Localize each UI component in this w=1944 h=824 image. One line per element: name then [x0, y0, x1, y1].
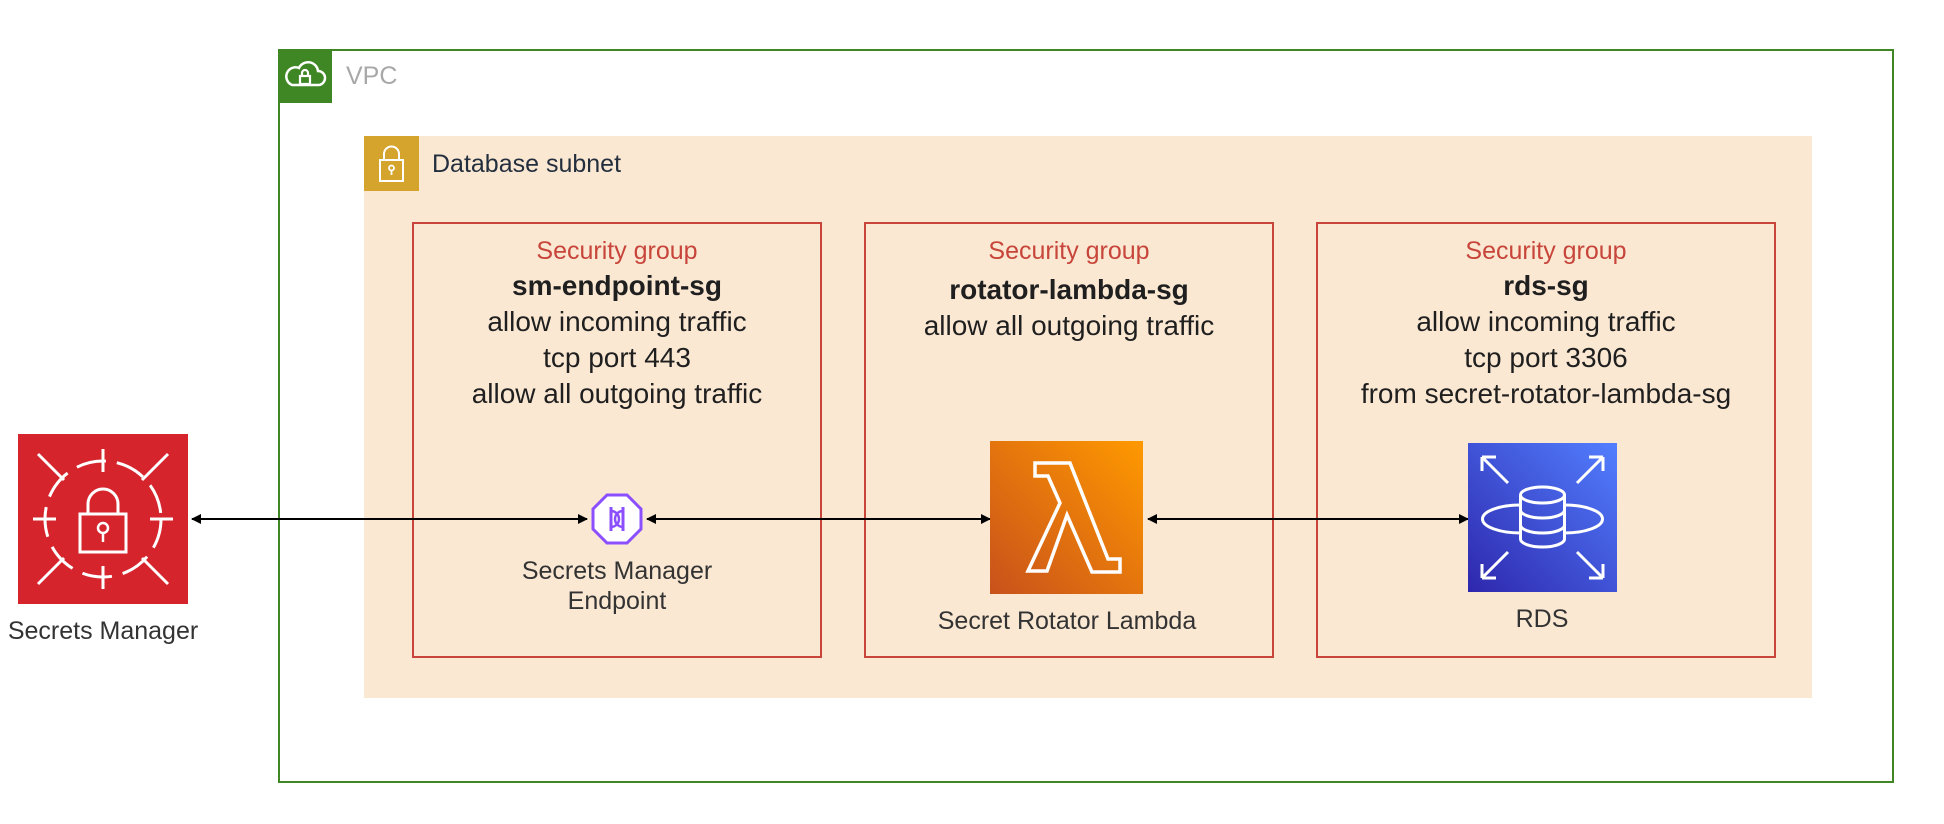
rds-label: RDS [1515, 605, 1569, 633]
database-subnet [364, 136, 1812, 698]
security-group-rule: tcp port 3306 [1464, 342, 1628, 373]
rds-icon [1468, 443, 1617, 592]
endpoint-label-line1: Secrets Manager [521, 557, 713, 585]
secrets-manager-icon [18, 434, 188, 604]
security-group-rds [1316, 222, 1776, 658]
security-group-rds-text: Security group rds-sg allow incoming tra… [1316, 234, 1776, 412]
subnet-lock-icon [364, 136, 419, 191]
vpc-endpoint-icon [587, 489, 647, 549]
security-group-sm-endpoint [412, 222, 822, 658]
security-group-rotator-lambda [864, 222, 1274, 658]
lambda-label: Secret Rotator Lambda [937, 607, 1197, 635]
security-group-name: rds-sg [1503, 270, 1589, 301]
security-group-name: sm-endpoint-sg [512, 270, 722, 301]
endpoint-label: Secrets Manager Endpoint [467, 556, 767, 616]
vpc-container [278, 49, 1894, 783]
subnet-label: Database subnet [432, 150, 622, 178]
lambda-icon [990, 441, 1143, 594]
security-group-title: Security group [988, 237, 1150, 265]
security-group-rule: allow all outgoing traffic [471, 378, 763, 409]
security-group-rule: allow incoming traffic [1416, 306, 1676, 337]
security-group-rule: allow incoming traffic [487, 306, 747, 337]
security-group-rotator-lambda-text: Security group rotator-lambda-sg allow a… [864, 234, 1274, 344]
endpoint-label-line2: Endpoint [567, 587, 667, 615]
vpc-cloud-lock-icon [278, 49, 332, 103]
security-group-rule: allow all outgoing traffic [923, 310, 1215, 341]
secrets-manager-label: Secrets Manager [7, 617, 199, 645]
security-group-title: Security group [1465, 237, 1627, 265]
security-group-title: Security group [536, 237, 698, 265]
security-group-sm-endpoint-text: Security group sm-endpoint-sg allow inco… [412, 234, 822, 412]
security-group-rule: tcp port 443 [543, 342, 691, 373]
security-group-rule: from secret-rotator-lambda-sg [1360, 378, 1732, 409]
security-group-name: rotator-lambda-sg [949, 274, 1189, 305]
vpc-label: VPC [346, 62, 398, 90]
